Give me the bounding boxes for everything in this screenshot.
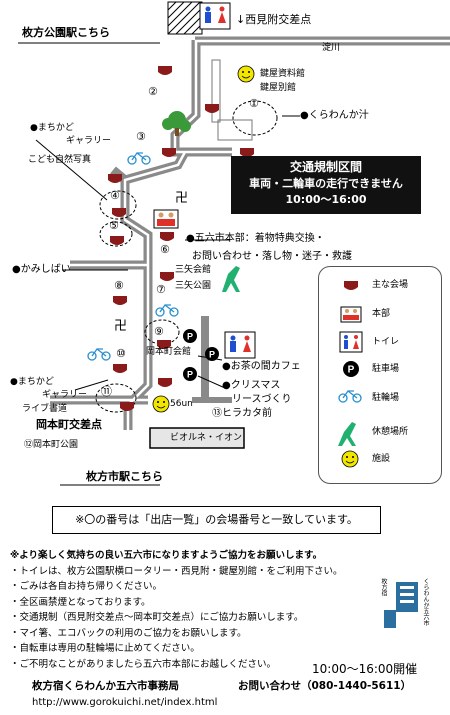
contact-phone: お問い合わせ（080-1440-5611）: [238, 680, 412, 692]
venue-number: ⑦: [156, 283, 166, 296]
note-line: ・ごみは各自お持ち帰りください。: [10, 581, 163, 592]
venue-number: ②: [148, 85, 158, 98]
legend-label-venue: 主な会場: [372, 280, 409, 290]
label-kurawanka-soup: ●くらわんか汁: [300, 110, 369, 121]
svg-text:P: P: [187, 332, 193, 342]
note-line: ・ご不明なことがありましたら五六市本部にお越しください。: [10, 658, 277, 670]
note-line: ・マイ箸、エコバックの利用のご協力をお願いします。: [10, 627, 247, 639]
road-inner-lines: [50, 39, 450, 430]
logo-text-b: くらわんか五六市: [422, 578, 429, 626]
leader-lines: [35, 115, 300, 391]
label-sanya-koen: 三矢公園: [175, 281, 212, 291]
venue-number: ⑤: [109, 219, 119, 232]
website-url[interactable]: http://www.gorokuichi.net/index.html: [32, 697, 218, 708]
legend-label-rest: 休憩場所: [372, 427, 409, 437]
map-graphic: P P P 卍 卍: [18, 1, 450, 486]
venue-number: ①: [249, 97, 259, 110]
label-kagiya-annex: 鍵屋別館: [260, 83, 297, 93]
label-hirakata-mae: ⑬ヒラカタ前: [212, 408, 272, 419]
station-block: [167, 1, 203, 35]
legend-icons: [338, 281, 363, 468]
label-hq-title: ●五六市本部：着物特典交換・: [186, 233, 325, 244]
notes-section: ※より楽しく気持ちの良い五六市になりますようご協力をお願いします。 ・トイレは、…: [10, 548, 430, 672]
road-upper-main: [170, 40, 232, 157]
office-name: 枚方宿くらわんか五六市事務局: [32, 680, 179, 692]
station-hirakata-shi: 枚方市駅こちら: [86, 470, 163, 483]
legend-label-hq: 本部: [372, 309, 391, 319]
label-machikado1-b: ギャラリー: [66, 136, 112, 146]
venue-number: ⑥: [160, 243, 170, 256]
label-okamoto-park: ⑫岡本町公園: [24, 440, 79, 450]
label-kagiya-museum: 鍵屋資料館: [260, 69, 306, 79]
label-hq-services: お問い合わせ・落し物・迷子・救護: [192, 251, 352, 262]
venue-number: ⑨: [154, 325, 164, 338]
river-label: 淀川: [322, 43, 341, 53]
toilet-icon-hq: [224, 331, 256, 359]
label-christmas: ●クリスマス: [222, 380, 281, 391]
venue-number: ③: [136, 130, 146, 143]
toilet-icon: [199, 2, 231, 30]
label-56un: 56un: [170, 399, 193, 409]
intersection-nishimitsuke: ↓西見附交差点: [236, 13, 312, 26]
label-kamishibai: ●かみしばい: [12, 264, 71, 275]
venue-number: ⑪: [101, 385, 112, 398]
regulation-time: 10:00～16:00: [285, 193, 367, 206]
gorokuichi-logo: 枚方宿 くらわんか五六市: [376, 576, 432, 632]
svg-text:P: P: [209, 350, 215, 360]
label-sanya-kaikan: 三矢会館: [175, 265, 212, 275]
venue-number: ⑧: [114, 279, 124, 292]
legend-label-facility: 施設: [372, 454, 391, 464]
note-line: ・トイレは、枚方公園駅横ロータリー・西見附・鍵屋別館・をご利用下さい。: [10, 565, 343, 577]
hq-icon: [153, 209, 179, 229]
traffic-regulation-box: 交通規制区間 車両・二輪車の走行できません 10:00～16:00: [231, 156, 421, 214]
svg-text:卍: 卍: [114, 319, 127, 334]
bicycle-icon: [87, 152, 179, 361]
label-machikado1-c: こども自然写真: [28, 155, 92, 165]
event-hours: 10:00～16:00開催: [312, 662, 418, 676]
regulation-subtitle: 車両・二輪車の走行できません: [249, 177, 403, 190]
building-top: [211, 59, 221, 123]
venue-number: ④: [110, 189, 120, 202]
tree-icon: [162, 111, 191, 136]
label-machikado2-b: ギャラリー: [42, 390, 88, 400]
building-right: [217, 119, 253, 141]
note-line: ・交通規制（西見附交差点～岡本町交差点）にご協力お願いします。: [10, 612, 304, 623]
note-line: ・自転車は専用の駐輪場に止めてください。: [10, 643, 200, 654]
legend-label-bicycle: 駐輪場: [372, 393, 400, 403]
station-hirakata-koen: 枚方公園駅こちら: [22, 26, 110, 39]
intersection-okamotocho: 岡本町交差点: [36, 418, 102, 431]
temple-icon: 卍 卍: [114, 191, 188, 334]
label-vivre-aeon: ビオルネ・イオン: [170, 433, 243, 443]
label-okamoto-kaikan: 岡本町会館: [146, 347, 192, 357]
note-line: ・全区画禁煙となっております。: [10, 596, 151, 608]
label-wreath: リースづくり: [232, 394, 292, 405]
label-ocha-cafe: ●お茶の間カフェ: [222, 361, 301, 372]
parking-icon: [183, 329, 219, 381]
chair-icon: [222, 266, 240, 292]
legend-label-parking: 駐車場: [372, 364, 400, 374]
vivre-building: [149, 427, 245, 449]
svg-text:卍: 卍: [175, 191, 188, 206]
label-machikado2-a: ●まちかど: [10, 377, 54, 387]
legend-label-toilet: トイレ: [372, 337, 400, 347]
venue-number-note: ※〇の番号は「出店一覧」の会場番号と一致しています。: [52, 506, 381, 534]
label-machikado2-c: ライブ書道: [22, 404, 68, 414]
logo-text-a: 枚方宿: [380, 578, 387, 596]
venue-number: ⑩: [116, 347, 126, 360]
label-machikado1-a: ●まちかど: [30, 123, 74, 133]
svg-text:P: P: [187, 370, 193, 380]
notes-title: ※より楽しく気持ちの良い五六市になりますようご協力をお願いします。: [10, 550, 323, 561]
regulation-title: 交通規制区間: [289, 160, 362, 174]
svg-text:P: P: [348, 365, 355, 376]
smiley-icon: [152, 65, 255, 413]
map-legend: [318, 266, 442, 484]
